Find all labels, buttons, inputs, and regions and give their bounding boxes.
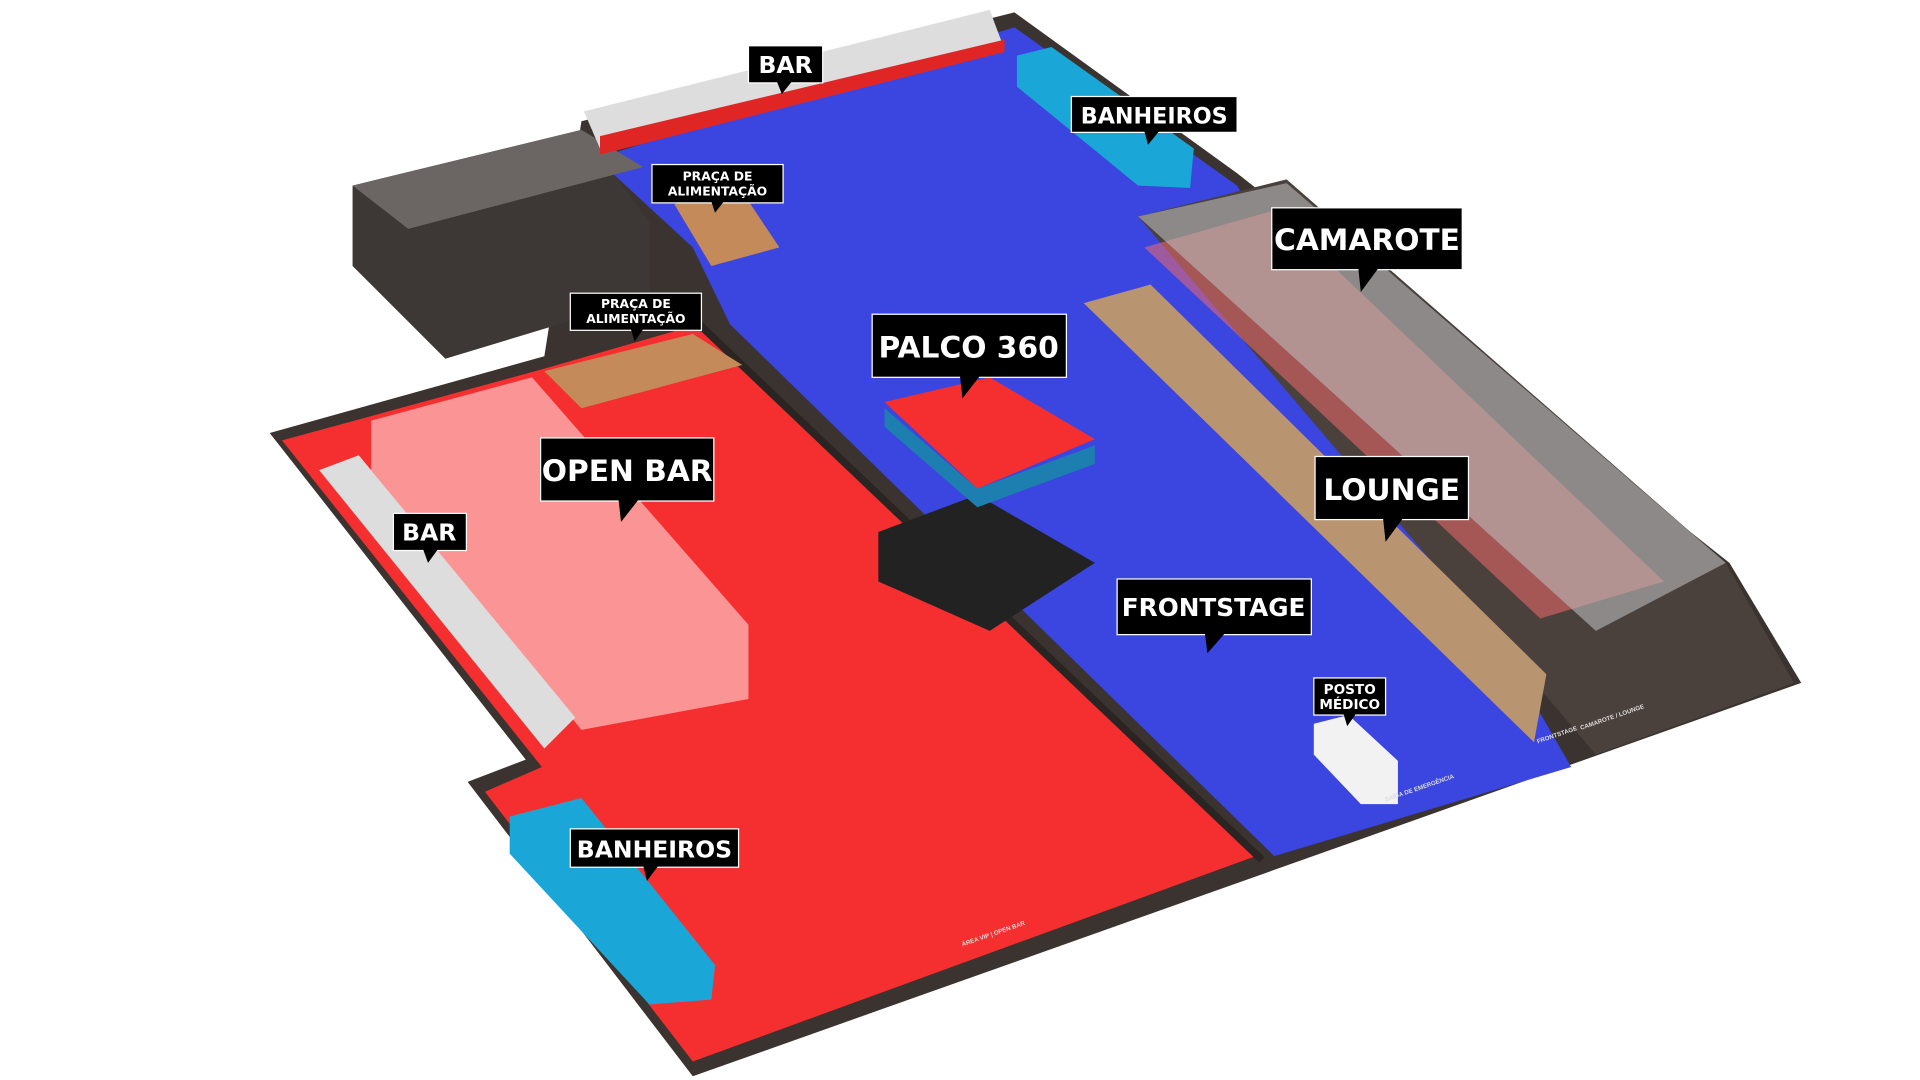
svg-text:MÉDICO: MÉDICO [1319, 695, 1380, 713]
svg-text:FRONTSTAGE: FRONTSTAGE [1122, 593, 1306, 622]
stage-base[interactable] [878, 494, 1095, 631]
svg-text:LOUNGE: LOUNGE [1323, 473, 1460, 508]
stage-roof[interactable] [884, 377, 1095, 489]
svg-text:BANHEIROS: BANHEIROS [1081, 104, 1228, 130]
label-banheiros-bottom[interactable]: BANHEIROS [569, 828, 740, 881]
label-lounge[interactable]: LOUNGE [1314, 455, 1470, 542]
label-camarote[interactable]: CAMAROTE [1271, 207, 1463, 292]
label-bar-top[interactable]: BAR [747, 45, 824, 95]
label-praca-1[interactable]: PRAÇA DE ALIMENTAÇÃO [651, 163, 784, 213]
top-bar-counter [600, 39, 1005, 155]
stage-screens [884, 408, 1095, 508]
svg-text:BANHEIROS: BANHEIROS [577, 835, 732, 863]
svg-text:BAR: BAR [402, 519, 456, 547]
food-plaza-1-area[interactable] [674, 191, 780, 266]
label-bar-left[interactable]: BAR [392, 512, 468, 563]
svg-text:CAMAROTE: CAMAROTE [1274, 223, 1460, 258]
svg-text:POSTO: POSTO [1324, 682, 1376, 698]
svg-text:OPEN BAR: OPEN BAR [542, 454, 713, 489]
svg-text:BAR: BAR [758, 51, 812, 79]
svg-text:ALIMENTAÇÃO: ALIMENTAÇÃO [586, 311, 685, 326]
label-frontstage[interactable]: FRONTSTAGE [1116, 578, 1312, 654]
svg-text:PALCO 360: PALCO 360 [879, 331, 1059, 366]
label-posto-medico[interactable]: POSTO MÉDICO [1313, 677, 1387, 727]
svg-text:ALIMENTAÇÃO: ALIMENTAÇÃO [668, 183, 767, 198]
open-bar-tent[interactable] [371, 377, 749, 730]
label-banheiros-top[interactable]: BANHEIROS [1070, 95, 1238, 145]
svg-text:PRAÇA DE: PRAÇA DE [601, 297, 671, 311]
svg-text:PRAÇA DE: PRAÇA DE [683, 170, 753, 184]
warehouse-roof [352, 129, 644, 229]
label-palco-360[interactable]: PALCO 360 [871, 313, 1068, 399]
ambulance [1313, 715, 1398, 805]
camarote-roof [1138, 183, 1726, 631]
label-open-bar[interactable]: OPEN BAR [540, 437, 715, 523]
toilets-bottom[interactable] [509, 797, 716, 1005]
food-plaza-2-area[interactable] [544, 334, 743, 409]
label-praca-2[interactable]: PRAÇA DE ALIMENTAÇÃO [569, 292, 703, 342]
left-bar-tents[interactable] [319, 455, 576, 749]
